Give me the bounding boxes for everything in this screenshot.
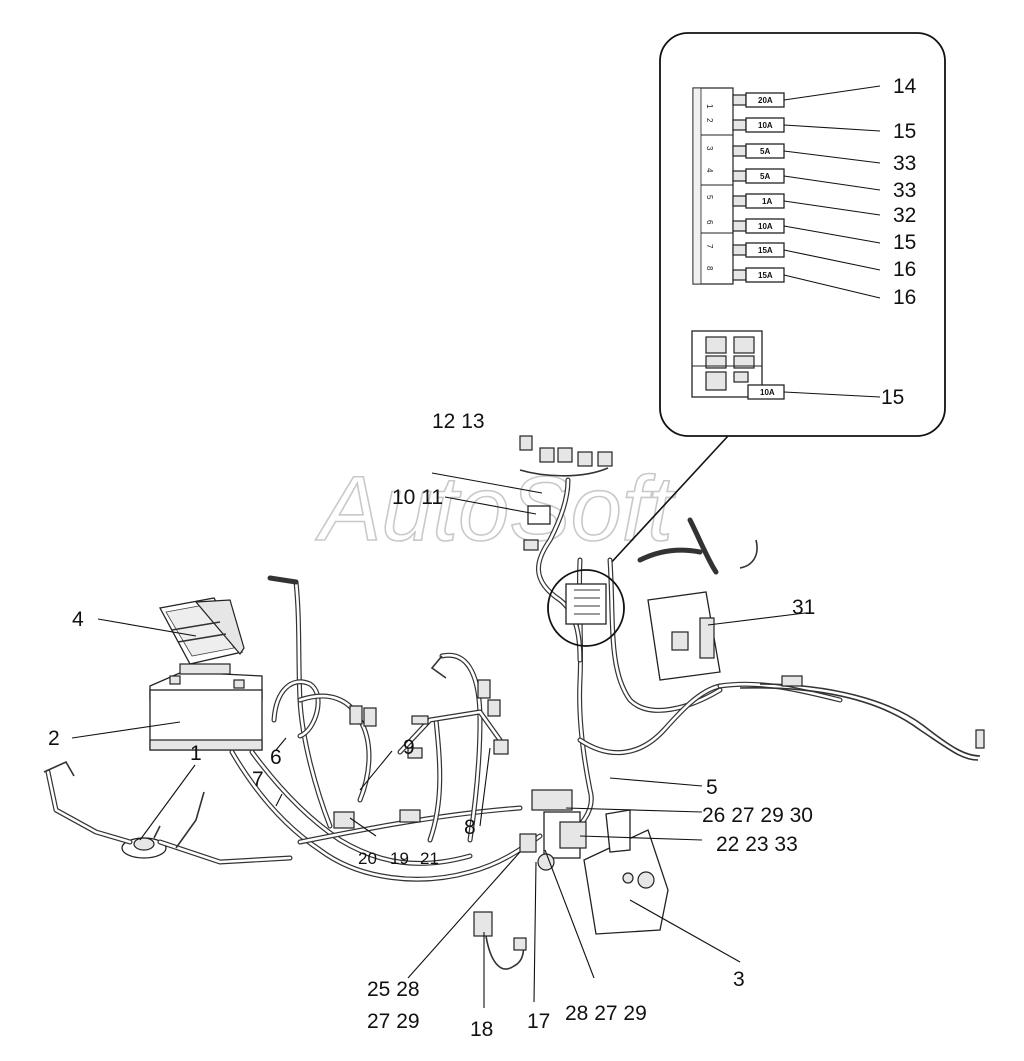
callout-33: 33 xyxy=(893,179,916,202)
callout-32: 32 xyxy=(893,204,916,227)
callout-17: 17 xyxy=(527,1010,550,1033)
slot-number: 7 xyxy=(705,244,714,249)
callout-16: 16 xyxy=(893,286,916,309)
callout-10-11: 10 11 xyxy=(392,486,443,509)
mounting-bracket xyxy=(583,809,669,935)
battery xyxy=(149,671,263,751)
fuse-3: 5A xyxy=(732,143,881,164)
harness-left xyxy=(45,769,133,845)
svg-text:10A: 10A xyxy=(758,121,773,130)
horn xyxy=(121,825,167,859)
fuse-7: 15A xyxy=(732,242,881,271)
callout-1: 1 xyxy=(190,742,202,765)
watermark: AutoSoft xyxy=(315,458,676,560)
slot-number: 1 xyxy=(705,104,714,109)
callout-16: 16 xyxy=(893,258,916,281)
callout-19: 19 xyxy=(390,849,409,868)
callout-18: 18 xyxy=(470,1018,493,1041)
slot-number: 4 xyxy=(705,168,714,173)
connectors-8 xyxy=(477,679,509,755)
ecu-module xyxy=(647,591,721,681)
callout-4: 4 xyxy=(72,608,84,631)
connectors-7 xyxy=(349,705,429,759)
svg-text:5A: 5A xyxy=(760,147,770,156)
callout-12-13: 12 13 xyxy=(432,410,485,433)
callout-6: 6 xyxy=(270,746,282,769)
svg-text:15A: 15A xyxy=(758,271,773,280)
connector-cluster xyxy=(519,435,613,551)
callout-27-29: 27 29 xyxy=(367,1010,420,1033)
main-harness xyxy=(229,477,985,882)
svg-text:1A: 1A xyxy=(762,197,772,206)
fuse-box-inset: 1 2 3 4 5 6 7 8 20A 10A 5A 5A xyxy=(659,32,946,437)
fuse-5: 1A xyxy=(732,193,881,216)
callout-15: 15 xyxy=(881,386,904,409)
fuse-2: 10A xyxy=(732,117,881,133)
svg-text:10A: 10A xyxy=(760,388,775,397)
callout-20: 20 xyxy=(358,849,377,868)
relay-block: 10A xyxy=(691,330,881,400)
fuse-6: 10A xyxy=(732,218,881,244)
callout-2: 2 xyxy=(48,727,60,750)
callout-15: 15 xyxy=(893,120,916,143)
svg-text:10A: 10A xyxy=(758,222,773,231)
slot-number: 2 xyxy=(705,118,714,123)
callout-22-23-33: 22 23 33 xyxy=(716,833,798,856)
fuse-4: 5A xyxy=(732,168,881,191)
callout-33: 33 xyxy=(893,152,916,175)
slot-number: 8 xyxy=(705,266,714,271)
callout-14: 14 xyxy=(893,75,917,98)
sensor xyxy=(473,911,527,970)
callout-3: 3 xyxy=(733,968,745,991)
fuse-8: 15A xyxy=(732,267,881,299)
callout-28-27-29: 28 27 29 xyxy=(565,1002,647,1025)
slot-number: 6 xyxy=(705,220,714,225)
svg-text:5A: 5A xyxy=(760,172,770,181)
callout-8: 8 xyxy=(464,816,476,839)
callout-15: 15 xyxy=(893,231,916,254)
central-relay-bank xyxy=(519,789,587,871)
callout-5: 5 xyxy=(706,776,718,799)
slot-number: 3 xyxy=(705,146,714,151)
fuse-1: 20A xyxy=(732,85,881,108)
callouts-main xyxy=(71,472,806,1008)
slot-number: 5 xyxy=(705,195,714,200)
callout-7: 7 xyxy=(252,768,264,791)
fuse-box xyxy=(547,569,625,647)
svg-text:20A: 20A xyxy=(758,96,773,105)
inset-connector xyxy=(608,435,729,566)
callout-26-27-29-30: 26 27 29 30 xyxy=(702,804,813,827)
control-unit xyxy=(159,597,245,675)
callout-21: 21 xyxy=(420,849,439,868)
svg-text:15A: 15A xyxy=(758,246,773,255)
callout-31: 31 xyxy=(792,596,815,619)
callout-25-28: 25 28 xyxy=(367,978,420,1001)
callout-9: 9 xyxy=(403,736,415,759)
relay-cluster xyxy=(333,809,421,829)
